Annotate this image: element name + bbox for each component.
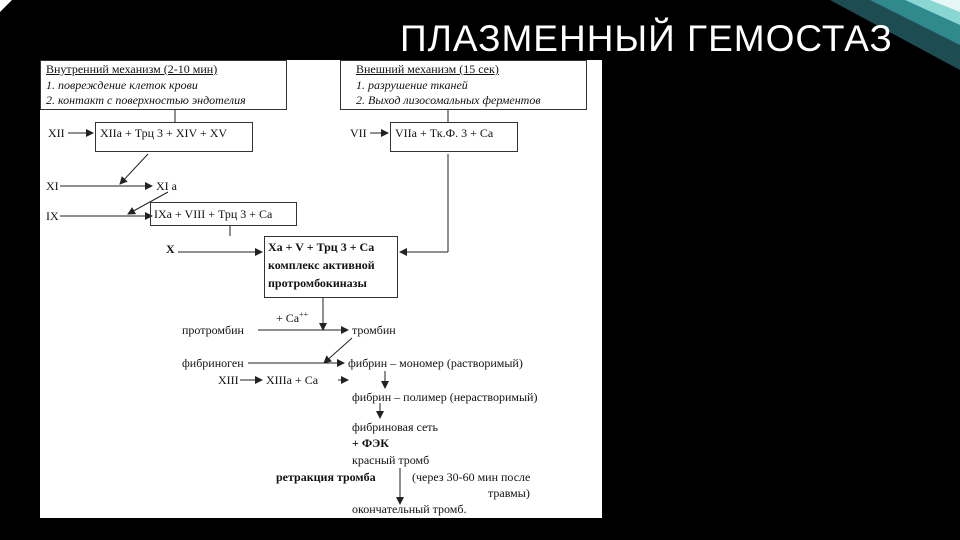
xa-complex-line-1: Xa + V + Трц 3 + Са — [268, 240, 374, 254]
calcium-label: + Са++ — [276, 308, 308, 325]
fibrin-monomer-label: фибрин – мономер (растворимый) — [348, 356, 523, 370]
external-mechanism-header: Внешний механизм (15 сек) — [356, 62, 499, 76]
prothrombin-label: протромбин — [182, 323, 244, 337]
external-item-1: 1. разрушение тканей — [356, 78, 468, 92]
factor-xii: XII — [48, 126, 65, 140]
viia-complex-label: VIIa + Тк.Ф. 3 + Са — [395, 126, 493, 140]
factor-xi: XI — [46, 179, 59, 193]
slide-title: ПЛАЗМЕННЫЙ ГЕМОСТАЗ — [400, 18, 893, 60]
ixa-complex-label: IXa + VIII + Трц 3 + Са — [154, 207, 272, 221]
red-clot-label: красный тромб — [352, 453, 429, 467]
calcium-text: + Са — [276, 311, 299, 325]
factor-xia: XI a — [156, 179, 177, 193]
retraction-note-line-1: (через 30-60 мин после — [412, 470, 530, 484]
internal-item-1: 1. повреждение клеток крови — [46, 78, 198, 92]
factor-vii: VII — [350, 126, 367, 140]
retraction-label: ретракция тромба — [276, 470, 376, 484]
factor-ix: IX — [46, 209, 59, 223]
factor-x: X — [166, 242, 175, 256]
retraction-note-line-2: травмы) — [488, 486, 530, 500]
fibrin-network-label: фибриновая сеть — [352, 420, 438, 434]
fibrinogen-label: фибриноген — [182, 356, 244, 370]
fibrin-polymer-label: фибрин – полимер (нерастворимый) — [352, 390, 537, 404]
final-clot-label: окончательный тромб. — [352, 502, 467, 516]
xa-complex-line-2: комплекс активной — [268, 258, 375, 272]
hemostasis-diagram: Внутренний механизм (2-10 мин) 1. повреж… — [40, 60, 602, 518]
thrombin-label: тромбин — [352, 323, 396, 337]
factor-xiiia: XIIIa + Са — [266, 373, 318, 387]
factor-xiii: XIII — [218, 373, 239, 387]
internal-item-2: 2. контакт с поверхностью эндотелия — [46, 93, 246, 107]
xa-complex-line-3: протромбокиназы — [268, 276, 367, 290]
fek-label: + ФЭК — [352, 436, 389, 450]
xiia-complex-label: XIIa + Трц 3 + XIV + XV — [100, 126, 227, 140]
internal-mechanism-header: Внутренний механизм (2-10 мин) — [46, 62, 217, 76]
calcium-charge: ++ — [299, 310, 308, 319]
external-item-2: 2. Выход лизосомальных ферментов — [356, 93, 541, 107]
